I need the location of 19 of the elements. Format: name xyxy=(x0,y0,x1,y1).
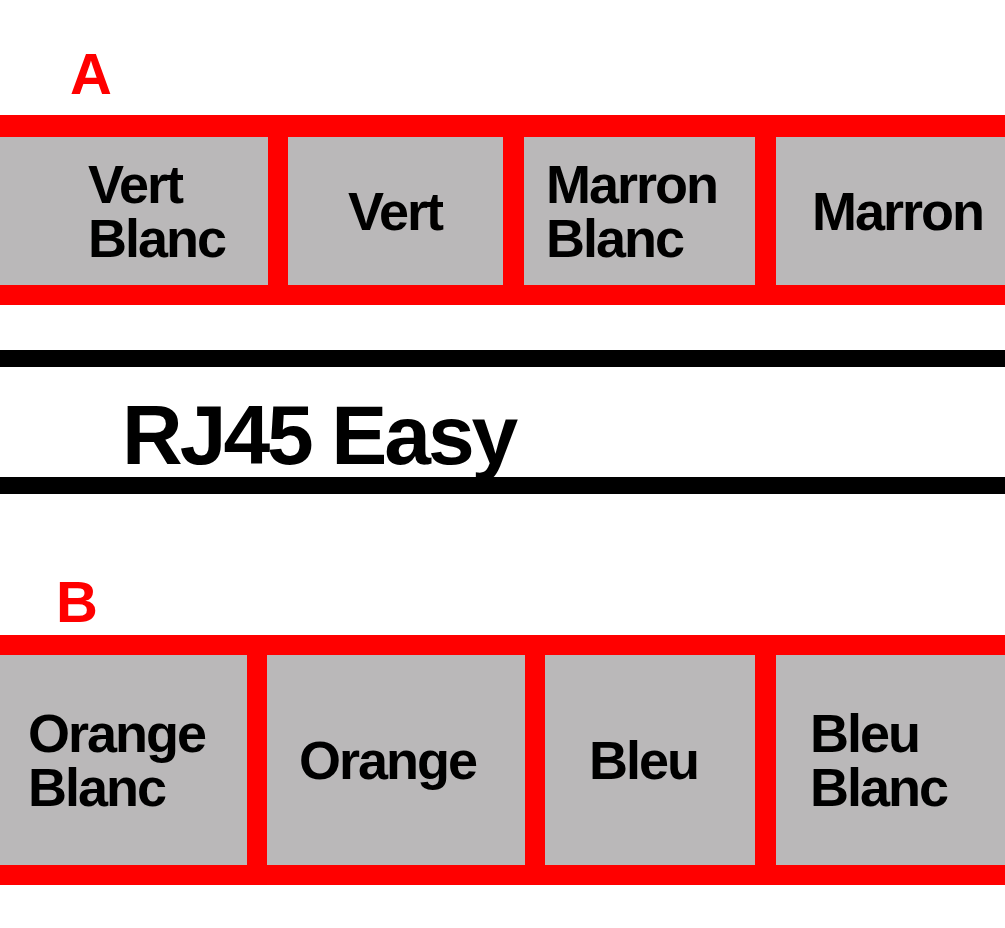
wire-color-text: Marron Blanc xyxy=(546,157,717,265)
connector-band xyxy=(0,350,1005,494)
wire-color-text: Marron xyxy=(812,184,983,238)
row-heading: A xyxy=(70,45,112,103)
wire-color-text: Vert Blanc xyxy=(88,157,226,265)
wire-color-text: Orange Blanc xyxy=(28,706,206,814)
wire-color-cell xyxy=(776,137,1005,285)
wire-color-cell xyxy=(267,655,525,865)
row-heading: B xyxy=(56,573,98,631)
wire-color-text: Vert xyxy=(348,184,443,238)
wire-color-cell xyxy=(545,655,755,865)
wire-color-cell xyxy=(0,655,247,865)
connector-title: RJ45 Easy xyxy=(122,393,516,477)
wire-color-text: Bleu Blanc xyxy=(810,706,948,814)
wire-color-cell xyxy=(288,137,503,285)
wire-color-cell xyxy=(776,655,1005,865)
wire-color-cell xyxy=(0,137,268,285)
wire-color-text: Bleu xyxy=(589,733,699,787)
wire-color-cell xyxy=(524,137,755,285)
